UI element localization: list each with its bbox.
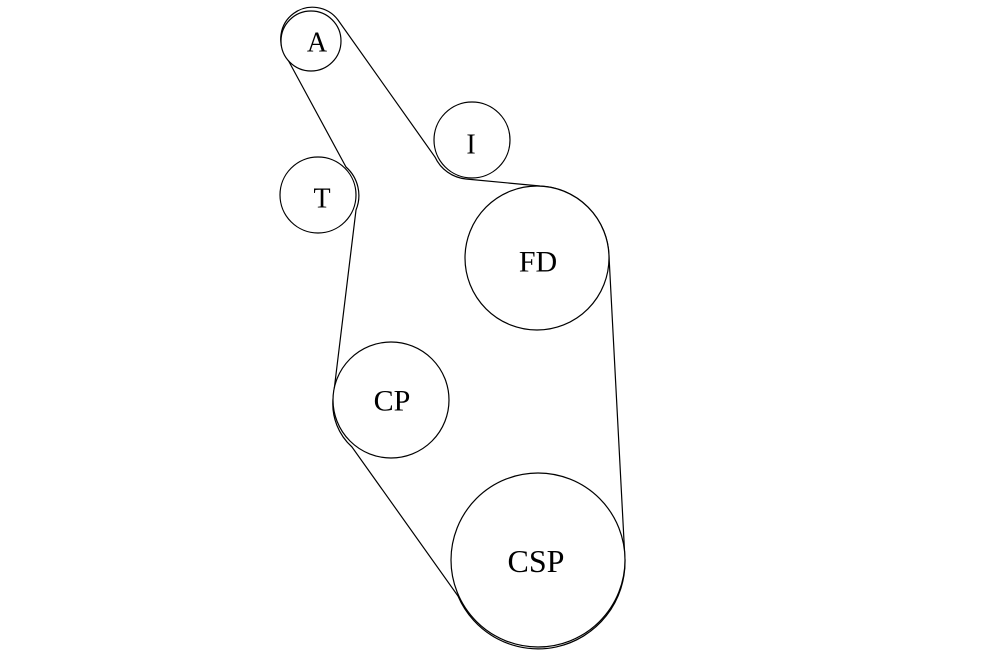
pulley-a-label: A — [307, 28, 328, 59]
pulley-t-circle — [279, 156, 357, 234]
pulley-cp: CP — [332, 341, 450, 459]
pulley-a: A — [280, 10, 342, 72]
pulley-csp-circle — [450, 472, 626, 648]
pulley-fd-label: FD — [519, 246, 557, 279]
pulley-csp: CSP — [450, 472, 626, 648]
pulley-csp-label: CSP — [508, 543, 565, 579]
pulley-t: T — [279, 156, 357, 234]
pulley-fd: FD — [464, 185, 610, 331]
pulley-cp-label: CP — [374, 385, 411, 418]
pulley-i-circle — [433, 101, 511, 179]
pulley-i-label: I — [466, 130, 475, 161]
pulley-t-label: T — [313, 184, 330, 215]
pulley-cp-circle — [332, 341, 450, 459]
pulley-a-circle — [280, 10, 342, 72]
pulley-fd-circle — [464, 185, 610, 331]
pulley-i: I — [433, 101, 511, 179]
